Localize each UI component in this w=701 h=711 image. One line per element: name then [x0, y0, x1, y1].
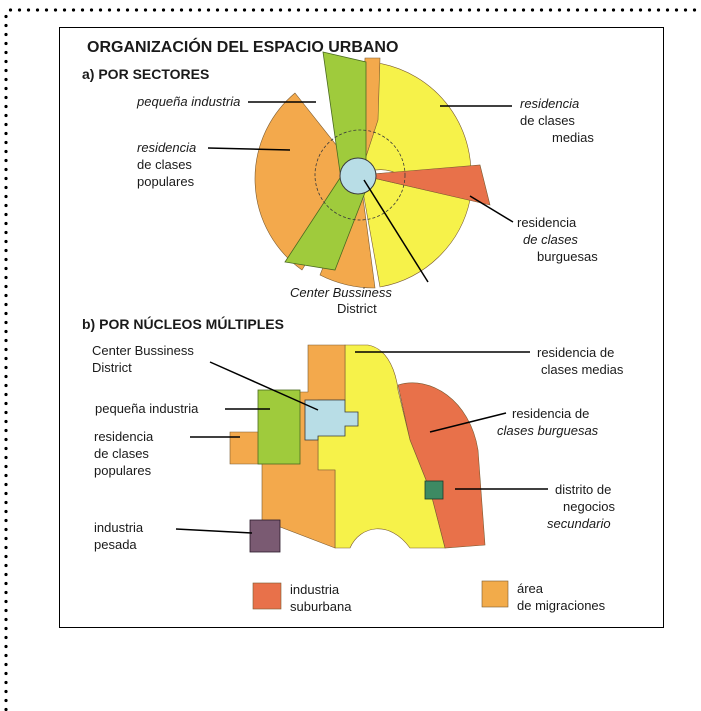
sector-res-medias [359, 62, 472, 189]
label-b-distrito-2: negocios [563, 499, 616, 514]
label-b-pequena-industria: pequeña industria [95, 401, 199, 416]
legend-label-industria-suburbana-2: suburbana [290, 599, 352, 614]
label-b-industria-pesada-1: industria [94, 520, 144, 535]
label-b-res-populares-1: residencia [94, 429, 154, 444]
nuclei-cbd [304, 399, 359, 441]
label-b-distrito-1: distrito de [555, 482, 611, 497]
sector-model [254, 51, 491, 289]
legend: industria suburbana área de migraciones [252, 580, 606, 614]
legend-swatch-area-migraciones [481, 580, 509, 608]
label-a-res-burguesas-2: de clases [523, 232, 578, 247]
dotted-border-left [4, 12, 8, 711]
label-b-res-medias-2: clases medias [541, 362, 624, 377]
label-a-res-populares-1: residencia [137, 140, 196, 155]
label-b-res-populares-3: populares [94, 463, 152, 478]
label-b-cbd-2: District [92, 360, 132, 375]
label-b-res-burguesas-2: clases burguesas [497, 423, 599, 438]
sector-res-medias-lower [359, 174, 471, 288]
section-a-heading: a) POR SECTORES [82, 66, 209, 82]
label-a-res-populares-2: de clases [137, 157, 192, 172]
nuclei-pequena-industria [257, 389, 301, 465]
nuclei-industria-pesada [249, 519, 281, 553]
nuclei-distrito-secundario [424, 480, 444, 500]
sector-res-burguesas [359, 164, 491, 206]
legend-label-industria-suburbana-1: industria [290, 582, 340, 597]
legend-swatch-industria-suburbana [252, 582, 282, 610]
legend-label-area-migraciones-1: área [517, 581, 544, 596]
label-a-pequena-industria: pequeña industria [136, 94, 240, 109]
label-a-res-medias-2: de clases [520, 113, 575, 128]
sector-res-populares [254, 92, 361, 271]
diagram-title: ORGANIZACIÓN DEL ESPACIO URBANO [87, 37, 398, 56]
label-a-res-burguesas-1: residencia [517, 215, 577, 230]
nuclei-res-medias [317, 344, 446, 549]
label-b-distrito-3: secundario [547, 516, 611, 531]
label-a-res-burguesas-3: burguesas [537, 249, 598, 264]
label-b-res-medias-1: residencia de [537, 345, 614, 360]
label-a-cbd-2: District [337, 301, 377, 316]
dotted-border-top [6, 8, 701, 12]
label-b-res-populares-2: de clases [94, 446, 149, 461]
label-b-cbd-1: Center Bussiness [92, 343, 194, 358]
label-b-industria-pesada-2: pesada [94, 537, 137, 552]
label-a-res-populares-3: populares [137, 174, 195, 189]
label-b-res-burguesas-1: residencia de [512, 406, 589, 421]
legend-label-area-migraciones-2: de migraciones [517, 598, 606, 613]
label-a-res-medias-3: medias [552, 130, 594, 145]
section-b-heading: b) POR NÚCLEOS MÚLTIPLES [82, 315, 284, 332]
multiple-nuclei-model [229, 344, 486, 553]
label-a-cbd-1: Center Bussiness [290, 285, 392, 300]
label-a-res-medias-1: residencia [520, 96, 579, 111]
sector-cbd [339, 157, 377, 195]
